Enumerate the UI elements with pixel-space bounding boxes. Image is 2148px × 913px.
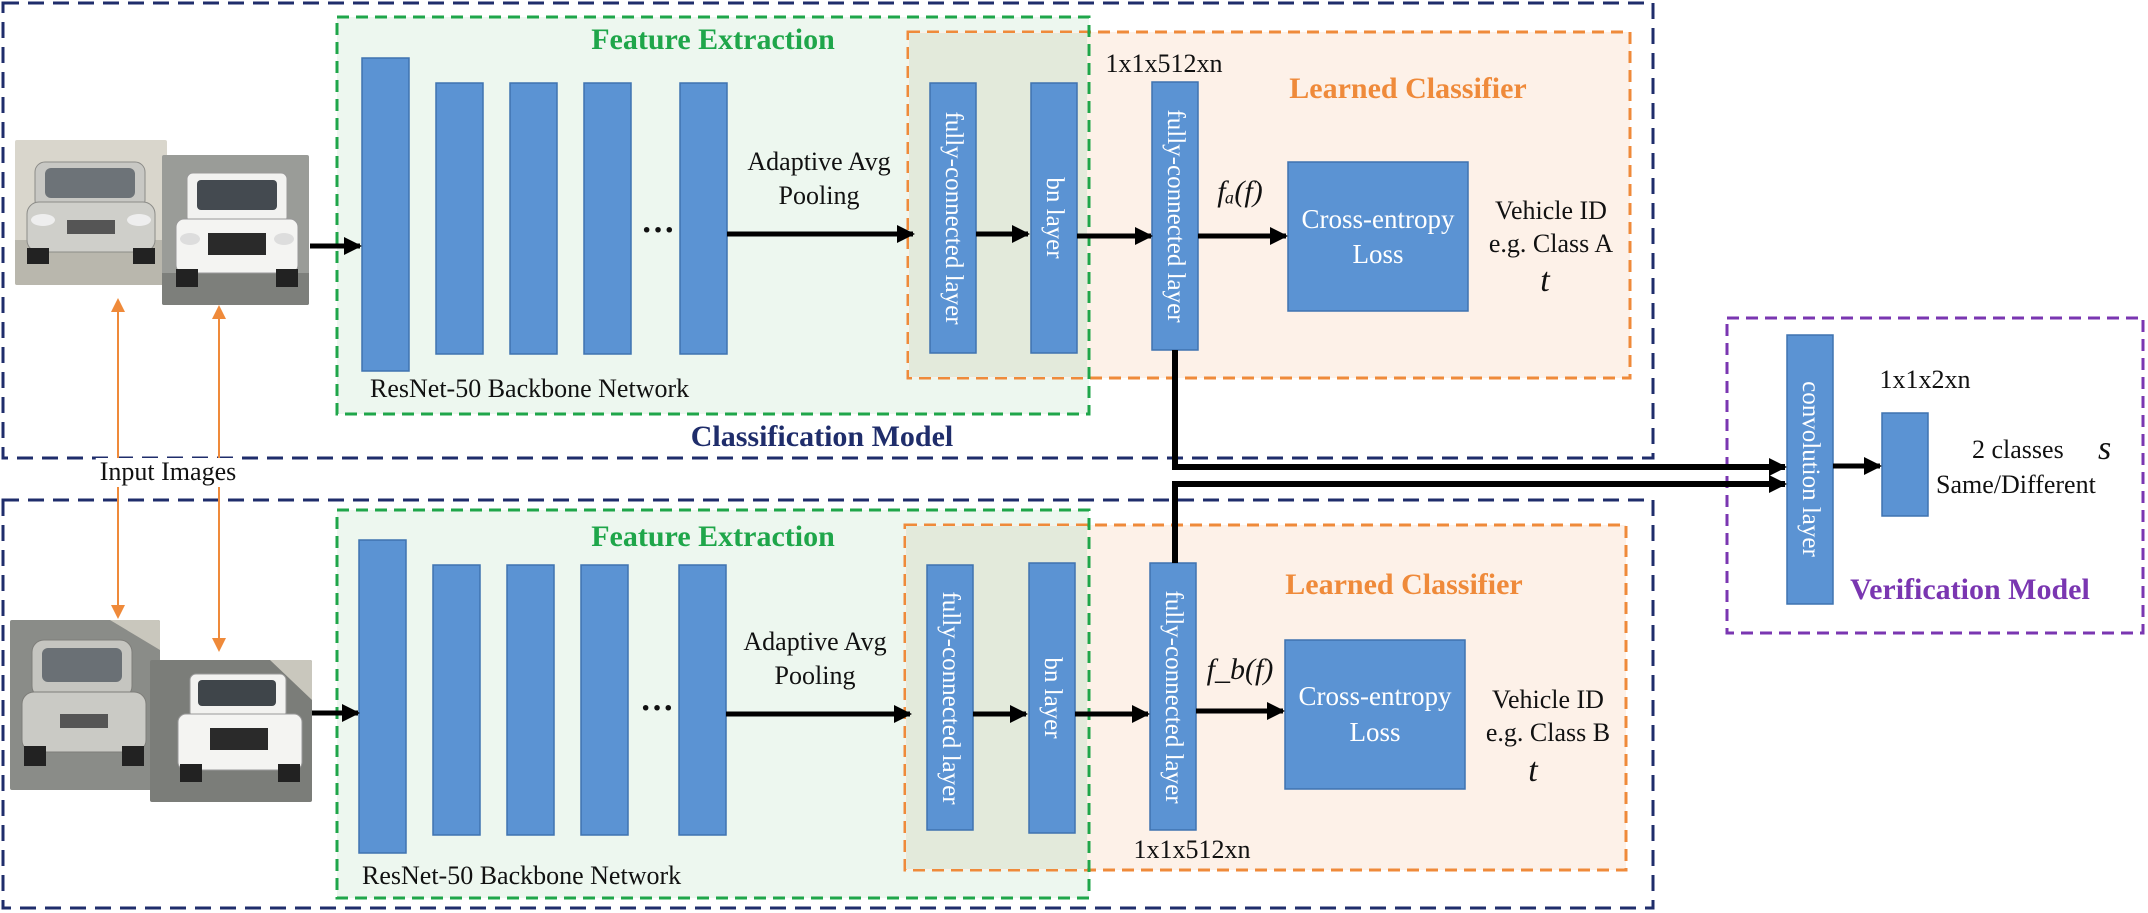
- feature-symbol-bottom: f_b(f): [1206, 653, 1274, 686]
- classes-label-1: 2 classes: [1972, 435, 2064, 464]
- verification-dim-label: 1x1x2xn: [1879, 365, 1971, 394]
- backbone-block-top-3: [509, 82, 558, 355]
- classification-model-frame-top: [1, 1, 1655, 460]
- input-image-top-2: [162, 155, 309, 305]
- loss-label-top-2: Loss: [1352, 239, 1404, 269]
- backbone-block-bottom-5: [678, 564, 727, 836]
- backbone-block-top-4: [583, 82, 632, 355]
- fc-layer-bottom: [926, 564, 974, 831]
- vehicle-id-bottom-2: e.g. Class B: [1485, 718, 1611, 747]
- backbone-block-bottom-4: [580, 564, 629, 836]
- pool-label-bottom-2: Pooling: [774, 661, 856, 690]
- s-symbol: s: [2098, 430, 2112, 467]
- dim-label-top: 1x1x512xn: [1105, 49, 1223, 78]
- bn-label-bottom: bn layer: [1039, 657, 1066, 739]
- verification-model-title: Verification Model: [1850, 573, 2090, 606]
- pool-label-bottom-1: Adaptive Avg: [743, 627, 887, 656]
- classification-model-frame-bottom: [1, 498, 1655, 910]
- output-block: [1881, 412, 1929, 517]
- backbone-block-bottom-3: [506, 564, 555, 836]
- dim-label-bottom: 1x1x512xn: [1133, 835, 1251, 864]
- loss-box-top: [1287, 161, 1469, 312]
- loss-label-top-1: Cross-entropy: [1301, 204, 1455, 234]
- bn-layer-top: [1030, 82, 1078, 354]
- backbone-block-top-2: [435, 82, 484, 355]
- convolution-layer-block: [1786, 334, 1834, 605]
- input-image-bottom-1: [10, 620, 160, 790]
- loss-label-bottom-2: Loss: [1349, 717, 1401, 747]
- conv-label: convolution layer: [1797, 381, 1824, 557]
- pool-label-top-2: Pooling: [778, 181, 860, 210]
- verification-model-frame: [1725, 316, 2145, 635]
- input-image-bottom-2: [150, 660, 312, 802]
- feature-link-top: [1172, 350, 1787, 476]
- vehicle-id-top-1: Vehicle ID: [1495, 196, 1607, 225]
- fc2-label-bottom: fully-connected layer: [1160, 590, 1187, 804]
- classes-label-2: Same/Different: [1936, 470, 2096, 499]
- t-symbol-top: t: [1540, 262, 1550, 299]
- backbone-block-bottom-1: [358, 539, 407, 854]
- learned-classifier-title-bottom: Learned Classifier: [1285, 568, 1523, 601]
- vehicle-id-top-2: e.g. Class A: [1488, 229, 1614, 258]
- feature-extraction-title-bottom: Feature Extraction: [591, 520, 835, 553]
- learned-classifier-title-top: Learned Classifier: [1289, 72, 1527, 105]
- feature-link-bottom: [1172, 475, 1787, 563]
- vehicle-id-bottom-1: Vehicle ID: [1492, 685, 1604, 714]
- feature-extraction-title-top: Feature Extraction: [591, 23, 835, 56]
- fc2-layer-top: [1151, 81, 1199, 351]
- backbone-block-top-1: [361, 57, 410, 372]
- backbone-block-top-5: [679, 82, 728, 355]
- feature-symbol-top: fₐ(f): [1217, 175, 1263, 208]
- fc2-layer-bottom: [1149, 562, 1197, 831]
- classification-model-title: Classification Model: [690, 420, 954, 453]
- pool-label-top-1: Adaptive Avg: [747, 147, 891, 176]
- fc-layer-top: [929, 82, 977, 354]
- fc-label-top: fully-connected layer: [940, 111, 967, 325]
- fc-label-bottom: fully-connected layer: [937, 591, 964, 805]
- backbone-label-bottom: ResNet-50 Backbone Network: [362, 861, 682, 890]
- ellipsis-bottom: ···: [639, 690, 675, 727]
- backbone-block-bottom-2: [432, 564, 481, 836]
- bn-label-top: bn layer: [1041, 177, 1068, 259]
- input-image-top-1: [15, 140, 167, 285]
- t-symbol-bottom: t: [1528, 752, 1538, 789]
- backbone-label-top: ResNet-50 Backbone Network: [370, 374, 690, 403]
- loss-label-bottom-1: Cross-entropy: [1298, 681, 1452, 711]
- fc2-label-top: fully-connected layer: [1162, 109, 1189, 323]
- loss-box-bottom: [1284, 639, 1466, 790]
- ellipsis-top: ···: [640, 212, 676, 249]
- bn-layer-bottom: [1028, 562, 1076, 834]
- input-images-label: Input Images: [95, 457, 241, 487]
